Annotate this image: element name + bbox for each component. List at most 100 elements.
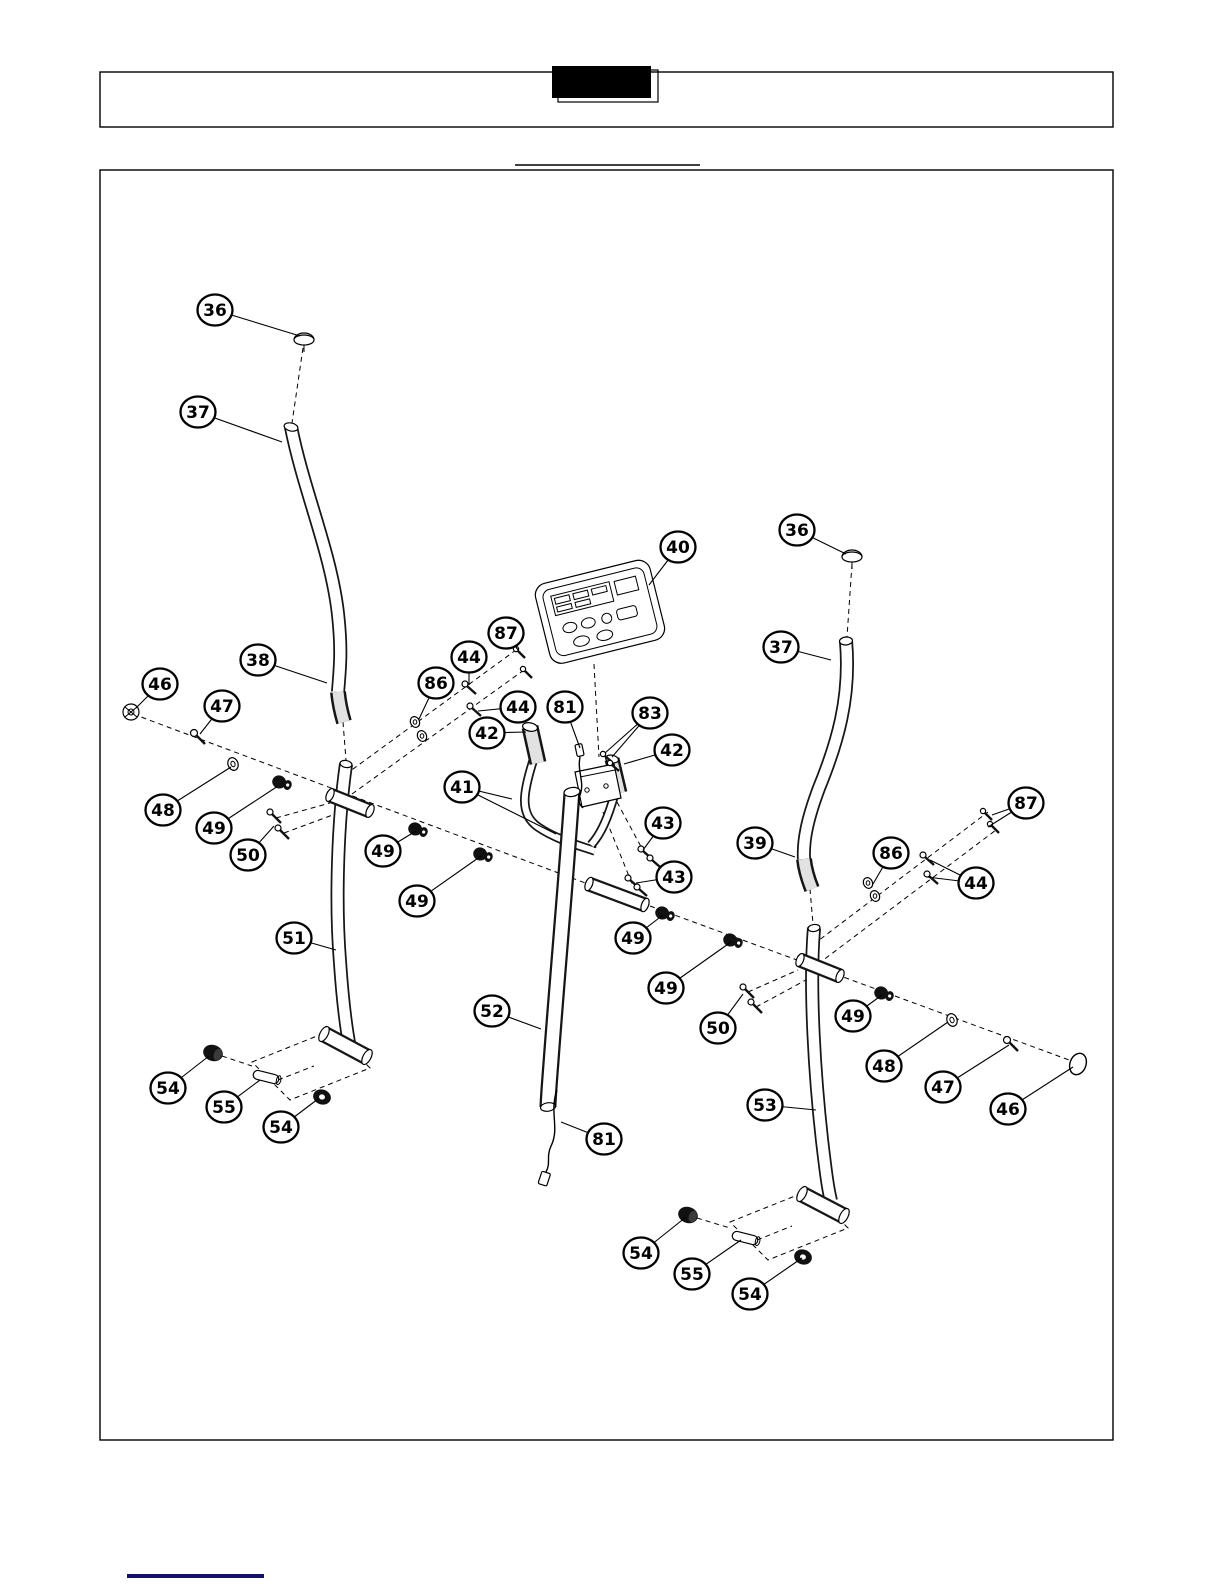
- screws-83: [599, 750, 620, 772]
- setscrews-50-right: [739, 983, 763, 1014]
- callout-bubble: [149, 1071, 187, 1105]
- callout-bubble: [673, 1257, 711, 1291]
- callout-49-b: 49: [364, 830, 417, 868]
- callout-bubble: [473, 994, 511, 1028]
- washers-86-right: [862, 877, 881, 902]
- callout-bubble: [585, 1122, 623, 1156]
- callout-48-right: 48: [865, 1021, 949, 1083]
- footer-rule: [127, 1574, 264, 1578]
- callout-bubble: [546, 690, 584, 724]
- callout-label: 87: [494, 624, 518, 644]
- callout-label: 44: [964, 874, 988, 894]
- callout-87-left: 87: [487, 616, 525, 651]
- callout-bubble: [195, 811, 233, 845]
- setscrews-50-left: [266, 808, 290, 840]
- callout-bubble: [364, 834, 402, 868]
- header-box: [99, 66, 1114, 128]
- callout-bubble: [762, 630, 800, 664]
- callout-42-a: 42: [468, 716, 527, 750]
- bushing-49: [473, 847, 493, 862]
- callout-label: 55: [680, 1265, 704, 1285]
- callout-54-a: 54: [149, 1055, 210, 1105]
- callout-81-lower: 81: [560, 1121, 623, 1156]
- redacted-title-block: [552, 66, 651, 98]
- callout-37-left: 37: [179, 395, 283, 443]
- console-display: [550, 581, 615, 617]
- left-upright-assembly: [318, 759, 375, 1066]
- callout-54-b: 54: [262, 1098, 319, 1144]
- callout-55-left: 55: [205, 1079, 261, 1124]
- hardware: [122, 645, 1088, 1265]
- callout-label: 37: [186, 403, 210, 423]
- callout-38: 38: [239, 643, 328, 684]
- callout-49-e: 49: [647, 941, 732, 1005]
- console-display-2: [613, 575, 640, 596]
- axis-left-upper-1: [337, 649, 517, 781]
- callout-46-right: 46: [989, 1066, 1074, 1126]
- axis-right-setscrew-2: [755, 979, 807, 1008]
- callout-label: 81: [592, 1130, 616, 1150]
- bushing-49: [655, 906, 675, 921]
- callout-bubble: [141, 667, 179, 701]
- axis-right-foot-plane: [729, 1189, 849, 1261]
- callout-bubble: [144, 793, 182, 827]
- callout-label: 50: [236, 846, 260, 866]
- console-button: [616, 605, 638, 621]
- left-tube-opening: [283, 422, 299, 432]
- callout-label: 42: [475, 724, 499, 744]
- callout-83: 83: [604, 696, 669, 758]
- callout-label: 54: [269, 1118, 293, 1138]
- callout-label: 52: [480, 1002, 504, 1022]
- callout-55-right: 55: [673, 1239, 742, 1291]
- knurled-cap-left: [122, 703, 140, 721]
- callout-label: 38: [246, 651, 270, 671]
- right-handlebar-assembly: [796, 549, 863, 892]
- callout-47-left: 47: [199, 689, 241, 735]
- screws-43-lower: [624, 874, 648, 897]
- callout-label: 44: [457, 648, 481, 668]
- axis-left-foot-2: [277, 1065, 315, 1081]
- callout-bubble: [262, 1110, 300, 1144]
- bushing-49: [272, 775, 292, 790]
- callout-51: 51: [275, 921, 337, 955]
- callout-label: 41: [450, 778, 474, 798]
- callout-label: 39: [743, 834, 767, 854]
- axis-left-sleeve: [342, 721, 347, 761]
- callout-bubble: [450, 640, 488, 674]
- callout-bubble: [659, 530, 697, 564]
- callout-36-right: 36: [778, 513, 847, 555]
- callout-label: 44: [506, 698, 530, 718]
- callout-label: 47: [931, 1078, 955, 1098]
- center-post-opening: [563, 786, 581, 798]
- callout-49-a: 49: [195, 785, 279, 845]
- callout-label: 48: [872, 1057, 896, 1077]
- callout-bubble: [865, 1049, 903, 1083]
- callout-bubble: [1007, 786, 1045, 820]
- assembly-axes: [132, 347, 1081, 1261]
- callout-bubble: [229, 838, 267, 872]
- callout-bubble: [731, 1277, 769, 1311]
- callout-label: 49: [621, 929, 645, 949]
- center-post-assembly: [520, 722, 650, 1187]
- right-upright-assembly: [795, 923, 850, 1225]
- pin-55-right: [731, 1230, 761, 1247]
- callout-87-right: 87: [987, 786, 1045, 828]
- callout-bubble: [699, 1011, 737, 1045]
- callout-bubble: [468, 716, 506, 750]
- callout-label: 49: [405, 892, 429, 912]
- left-end-cap: [293, 332, 315, 352]
- sensor-wire-upper: [574, 743, 585, 809]
- callout-86-right: 86: [872, 836, 910, 885]
- axis-right-cap: [846, 563, 853, 638]
- screws-87-left: [512, 645, 533, 679]
- callout-label: 37: [769, 638, 793, 658]
- callout-bubble: [179, 395, 217, 429]
- callout-36-left: 36: [196, 293, 301, 337]
- callout-bubble: [872, 836, 910, 870]
- callout-label: 54: [738, 1285, 762, 1305]
- callout-43-b: 43: [635, 860, 693, 894]
- callout-label: 43: [662, 868, 686, 888]
- pin-55-left: [252, 1069, 282, 1086]
- callout-43-a: 43: [642, 806, 682, 851]
